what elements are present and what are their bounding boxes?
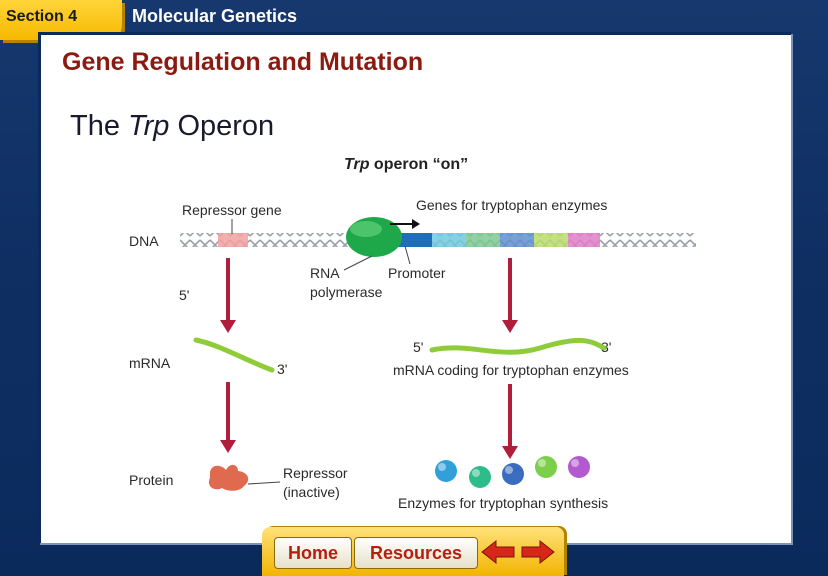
promoter-pointer [405, 246, 410, 264]
inactive-label: (inactive) [283, 484, 340, 500]
genes-label: Genes for tryptophan enzymes [416, 197, 607, 213]
enzyme-sphere-1 [435, 460, 457, 482]
polymerase-pointer [344, 256, 372, 270]
arrowhead-1 [220, 320, 236, 333]
repressor-protein [209, 465, 248, 491]
diagram-heading: Trp operon “on” [344, 156, 468, 173]
rna-label: RNA [310, 265, 340, 281]
repressor-gene-segment [218, 233, 248, 247]
gene-segment-3 [500, 233, 534, 247]
enzyme-sphere-2 [469, 466, 491, 488]
enzyme-sphere-5 [568, 456, 590, 478]
heading-italic: Trp [344, 156, 370, 173]
promoter-segment [398, 233, 432, 247]
mrna-left-strand [196, 340, 272, 370]
arrowhead-3 [502, 320, 518, 333]
right-arrow-icon[interactable] [520, 539, 556, 565]
transcription-arrowhead [412, 219, 420, 229]
gene-segment-1 [432, 233, 466, 247]
rna-polymerase-highlight [350, 221, 382, 237]
resources-button[interactable]: Resources [354, 537, 478, 569]
protein-label: Protein [129, 472, 173, 488]
mrna-right-strand [432, 340, 604, 352]
enzymes-label: Enzymes for tryptophan synthesis [398, 495, 608, 511]
mrna-label: mRNA [129, 355, 171, 371]
gene-segment-2 [466, 233, 500, 247]
five-prime-left: 5' [179, 287, 189, 303]
gene-segment-5 [568, 233, 600, 247]
mrna-coding-label: mRNA coding for tryptophan enzymes [393, 362, 629, 378]
repressor-label: Repressor [283, 465, 348, 481]
repressor-gene-label: Repressor gene [182, 202, 282, 218]
left-arrow-icon[interactable] [480, 539, 516, 565]
enzyme-shine-2 [472, 469, 480, 477]
dna-label: DNA [129, 233, 159, 249]
promoter-label: Promoter [388, 265, 446, 281]
home-button[interactable]: Home [274, 537, 352, 569]
three-prime-left: 3' [277, 361, 287, 377]
arrowhead-4 [502, 446, 518, 459]
polymerase-label: polymerase [310, 284, 383, 300]
enzyme-shine-1 [438, 463, 446, 471]
enzyme-shine-3 [505, 466, 513, 474]
gene-segment-4 [534, 233, 568, 247]
repressor-pointer [248, 482, 280, 484]
five-prime-right: 5' [413, 339, 423, 355]
nav-bar: Home Resources [262, 527, 564, 576]
enzyme-sphere-3 [502, 463, 524, 485]
enzyme-sphere-4 [535, 456, 557, 478]
heading-rest: operon “on” [369, 156, 468, 173]
enzyme-shine-5 [571, 459, 579, 467]
enzyme-shine-4 [538, 459, 546, 467]
arrowhead-2 [220, 440, 236, 453]
